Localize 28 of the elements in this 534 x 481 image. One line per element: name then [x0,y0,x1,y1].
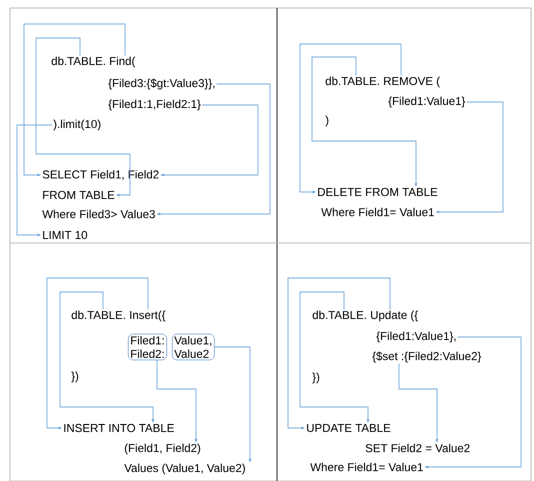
code-line: db.TABLE. Insert({ [72,310,166,322]
code-line: db.TABLE. Find( [52,56,136,68]
highlight-box: Value1, Value2 [172,334,215,360]
code-line: {Filed1:Value1}, [376,332,456,342]
code-line: Values (Value1, Value2) [124,464,245,474]
code-line: UPDATE TABLE [307,424,390,432]
code-line: db.TABLE. REMOVE ( [326,76,440,88]
code-line: }) [312,372,320,384]
code-line: Where Field1= Value1 [321,208,434,216]
code-line: ) [325,116,328,126]
highlight-box: Filed1: Filed2: [128,334,167,360]
code-line: {Filed1:1,Field2:1} [108,100,201,110]
code-line: DELETE FROM TABLE [318,188,438,196]
code-line: ).limit(10) [53,120,100,130]
code-line: SELECT Field1, Field2 [42,170,159,180]
code-line: }) [71,372,78,382]
code-line: SET Field2 = Value2 [366,444,470,452]
code-line: LIMIT 10 [43,230,88,240]
code-line: (Field1, Field2) [124,444,200,454]
code-line: Where Field1= Value1 [310,462,423,472]
arrow [36,38,130,197]
code-line: FROM TABLE [43,190,114,200]
code-line: Where Filed3> Value3 [42,210,155,218]
code-line: INSERT INTO TABLE [64,424,174,432]
code-line: {Filed3:{$gt:Value3}}, [108,78,214,90]
code-line: db.TABLE. Update ({ [312,310,418,322]
code-line: {Filed1:Value1} [388,96,466,108]
code-line: {$set :{Filed2:Value2} [372,352,482,362]
